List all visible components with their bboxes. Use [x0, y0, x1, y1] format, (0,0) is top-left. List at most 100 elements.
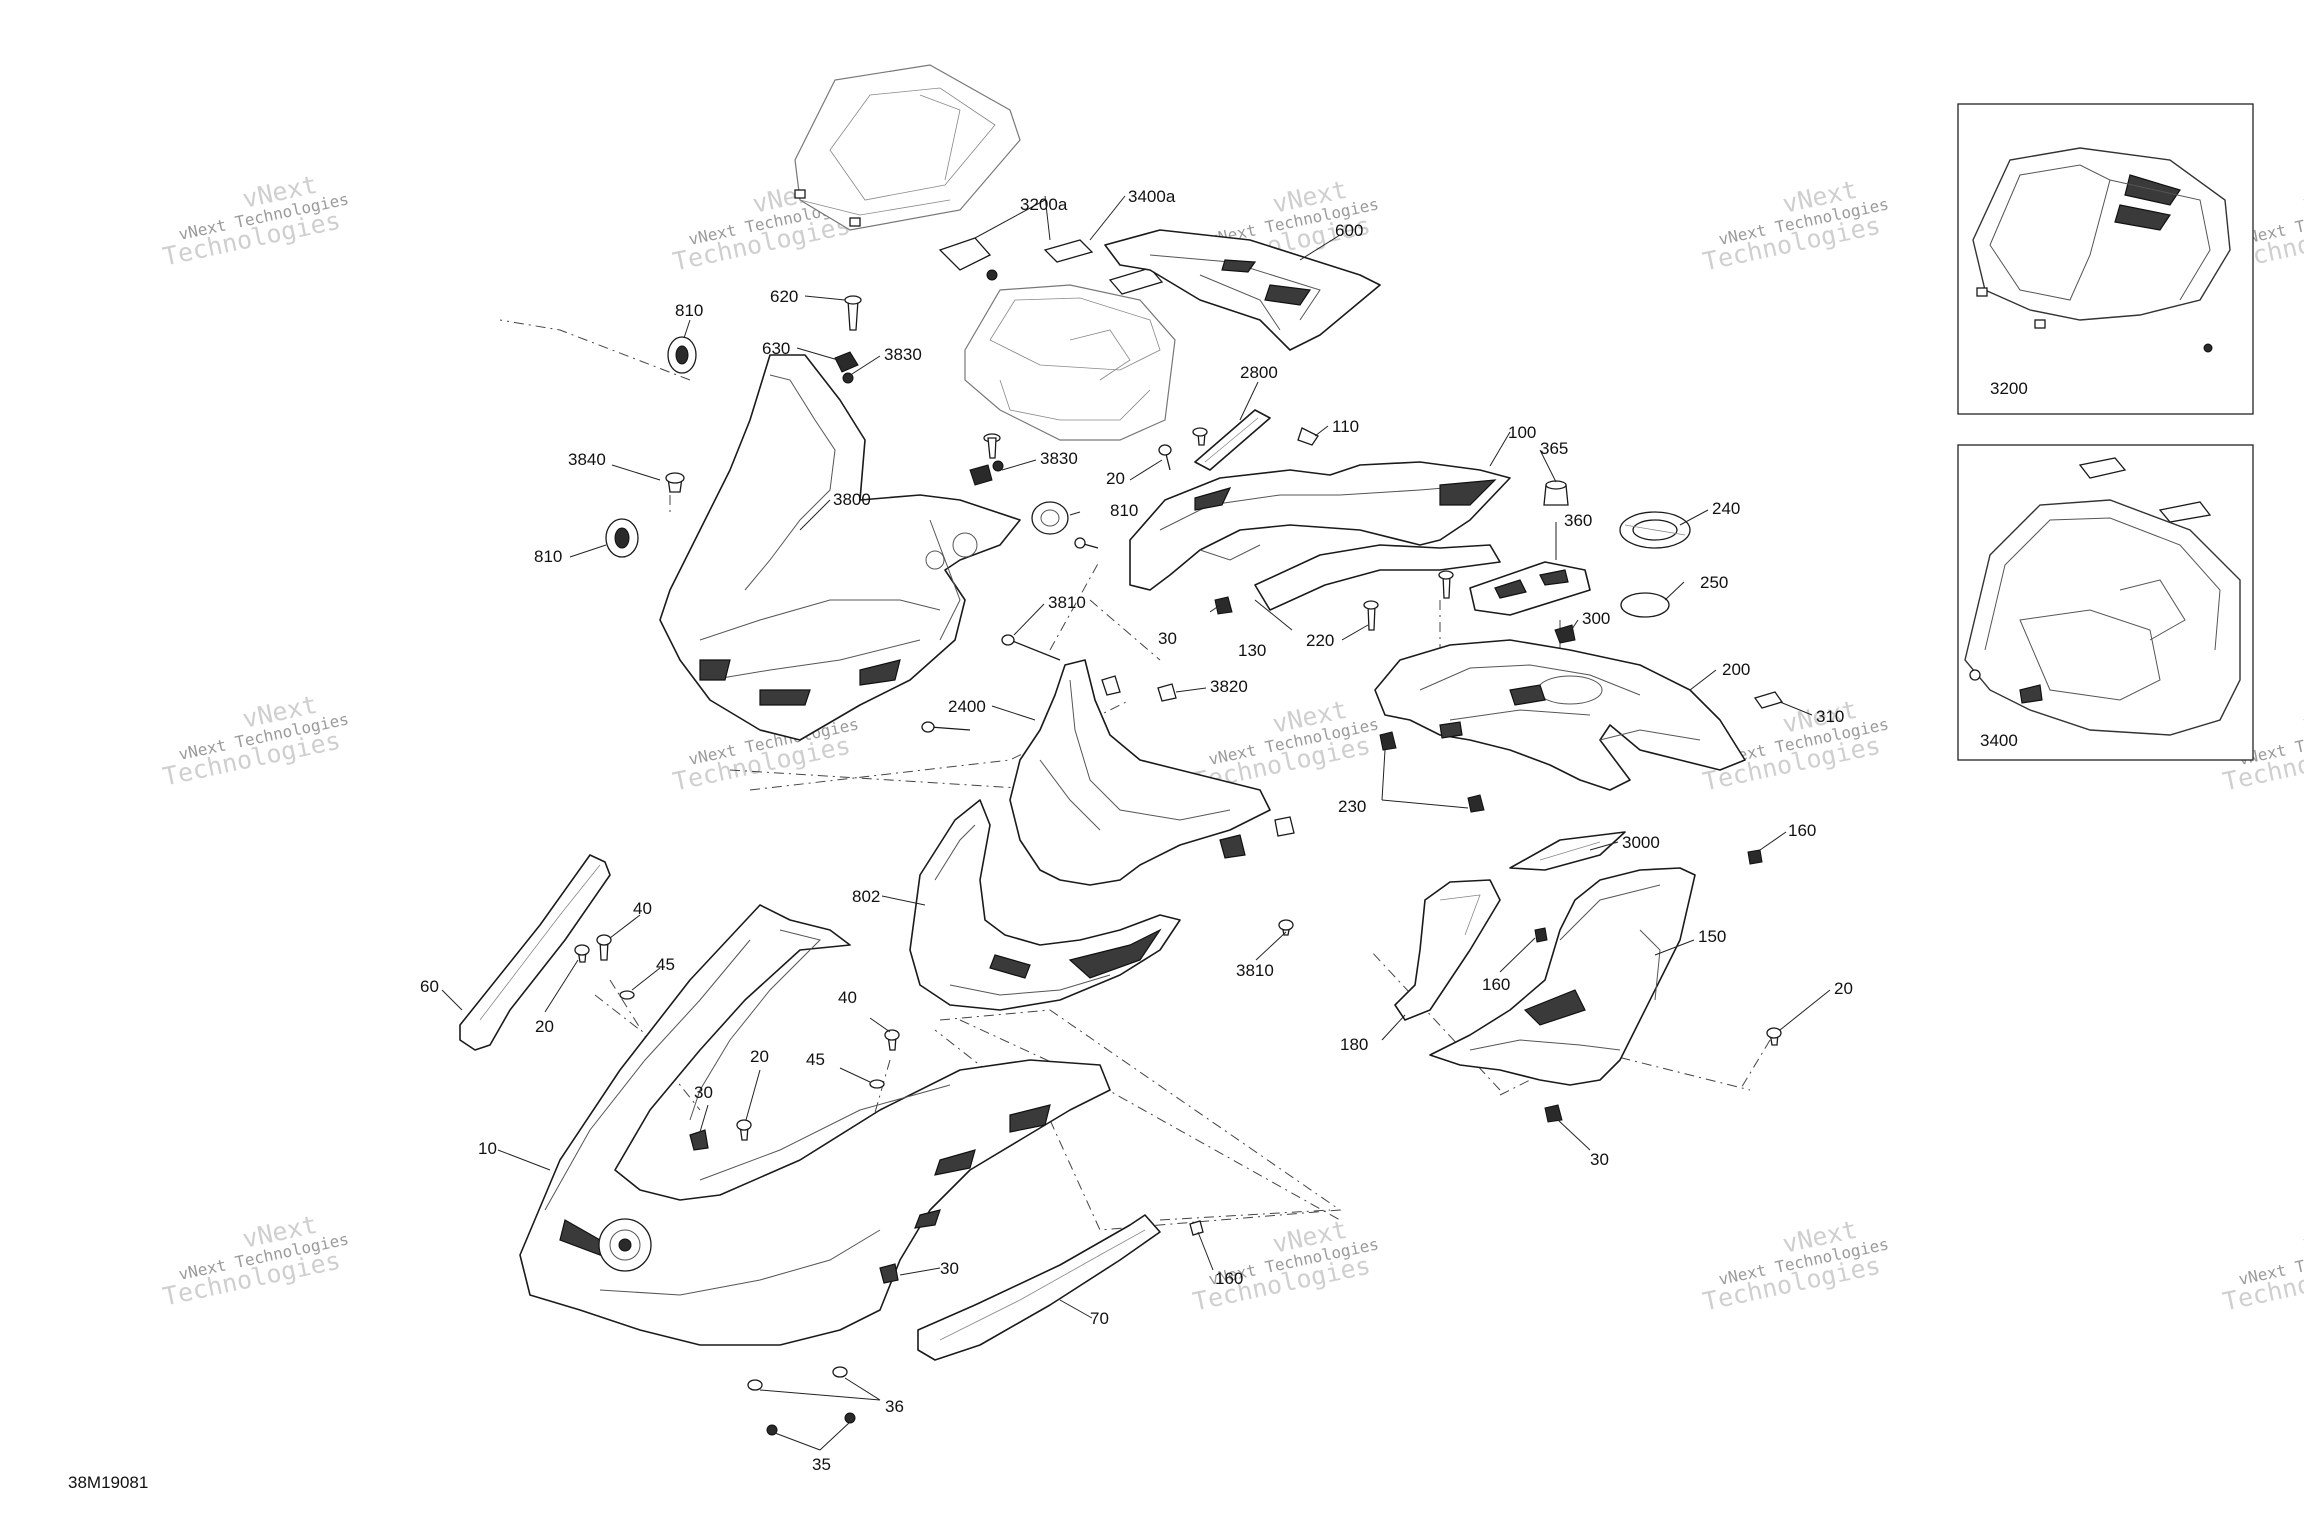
- label-30-right: 30: [1590, 1150, 1609, 1169]
- clip-30: [1544, 1104, 1563, 1123]
- leader: [699, 1104, 709, 1133]
- cover-panel: [2109, 179, 2211, 301]
- bin-detail: [1069, 329, 1131, 381]
- leader: [869, 1017, 891, 1033]
- lower-hardware: [574, 934, 1204, 1436]
- leader: [1779, 701, 1813, 716]
- leader: [1299, 234, 1341, 261]
- washer-45: [869, 1079, 885, 1089]
- watermark: vNext Technologies Technologies vNext: [1190, 1215, 1380, 1317]
- label-810-right: 810: [1110, 501, 1138, 520]
- label-160-right: 160: [1788, 821, 1816, 840]
- part-802-nose-panel: [909, 799, 1181, 1011]
- panel-detail: [1559, 884, 1661, 941]
- grommet-hole: [675, 345, 689, 365]
- label-600: 600: [1335, 221, 1363, 240]
- leader: [1341, 624, 1369, 641]
- label-2800: 2800: [1240, 363, 1278, 382]
- part-70-lower-strip: [917, 1214, 1161, 1361]
- label-310: 310: [1816, 707, 1844, 726]
- leader: [1759, 831, 1787, 851]
- pad: [1753, 691, 1784, 709]
- label-220: 220: [1306, 631, 1334, 650]
- label-810-top: 810: [675, 301, 703, 320]
- leader: [1175, 687, 1207, 693]
- panel-detail: [1439, 894, 1481, 936]
- cover-outline: [794, 64, 1021, 231]
- guide-line: [594, 994, 641, 1031]
- leader: [631, 967, 661, 991]
- frame-detail: [709, 639, 921, 681]
- label-10: 10: [478, 1139, 497, 1158]
- label-160-mid: 160: [1482, 975, 1510, 994]
- part-180-side-panel: [1394, 879, 1501, 1021]
- clip-160: [1747, 849, 1763, 865]
- strip: [459, 854, 611, 1051]
- cover-detail: [829, 87, 996, 201]
- screw-head: [574, 944, 590, 956]
- leader: [1013, 603, 1045, 636]
- leader: [1557, 1119, 1591, 1151]
- cowl-light: [609, 1229, 641, 1261]
- label-3810-bottom: 3810: [1236, 961, 1274, 980]
- decal-detail: [1539, 841, 1601, 861]
- label-40-left: 40: [633, 899, 652, 918]
- frame-hole: [925, 550, 945, 570]
- part-360-switch-panel: [1469, 561, 1591, 616]
- clip-160: [1189, 1220, 1204, 1236]
- frame-lamp: [859, 659, 901, 686]
- frame-detail: [744, 374, 836, 591]
- part-310-pad: [1753, 691, 1784, 709]
- leader: [1044, 195, 1051, 241]
- panel-outline: [1429, 867, 1696, 1086]
- guide-line: [959, 1019, 1341, 1221]
- leader: [799, 499, 831, 531]
- nose-grille: [1068, 928, 1162, 979]
- screw-head: [884, 1029, 900, 1041]
- frame-lamp: [759, 689, 811, 706]
- guide-line: [1159, 1209, 1331, 1221]
- panel-vent: [1523, 989, 1586, 1026]
- diagram-code: 38M19081: [68, 1473, 148, 1492]
- pad: [1043, 239, 1094, 263]
- label-30-left: 30: [694, 1083, 713, 1102]
- part-60-side-strip: [459, 854, 611, 1051]
- frame-detail: [929, 519, 961, 641]
- part-100-side-console: [1129, 461, 1511, 591]
- leader: [1664, 581, 1685, 601]
- leader: [1254, 599, 1293, 631]
- bin-detail: [999, 379, 1151, 421]
- leader: [609, 914, 641, 939]
- part-3400a-pads: [1043, 239, 1164, 295]
- clip: [1274, 816, 1295, 837]
- part-2800-strip: [1194, 409, 1271, 471]
- label-60: 60: [420, 977, 439, 996]
- screw-head: [1438, 570, 1454, 580]
- leader: [774, 1421, 851, 1451]
- screw-head: [1074, 537, 1086, 549]
- label-20-right: 20: [1834, 979, 1853, 998]
- label-3800: 3800: [833, 490, 871, 509]
- label-3200: 3200: [1990, 379, 2028, 398]
- screw-head: [1158, 444, 1172, 456]
- label-365: 365: [1540, 439, 1568, 458]
- leader: [497, 1149, 551, 1171]
- bin-wall: [2119, 579, 2186, 641]
- grommet-hole: [614, 527, 630, 549]
- label-20-left: 20: [535, 1017, 554, 1036]
- label-360: 360: [1564, 511, 1592, 530]
- clip-30: [1214, 596, 1233, 615]
- label-3400a: 3400a: [1128, 187, 1176, 206]
- washer-36: [832, 1366, 848, 1378]
- label-100: 100: [1508, 423, 1536, 442]
- nut-3830: [992, 460, 1004, 472]
- bin-3400: [1964, 499, 2241, 736]
- label-110: 110: [1332, 417, 1359, 436]
- leader: [1779, 989, 1831, 1031]
- leader: [804, 295, 846, 301]
- leader: [1129, 459, 1163, 481]
- part-810-grommet-left: [605, 518, 639, 558]
- label-30-mid: 30: [1158, 629, 1177, 648]
- watermark: vNext Technologies Technologies vNext: [160, 170, 350, 272]
- part-600-console-panel: [1104, 229, 1381, 351]
